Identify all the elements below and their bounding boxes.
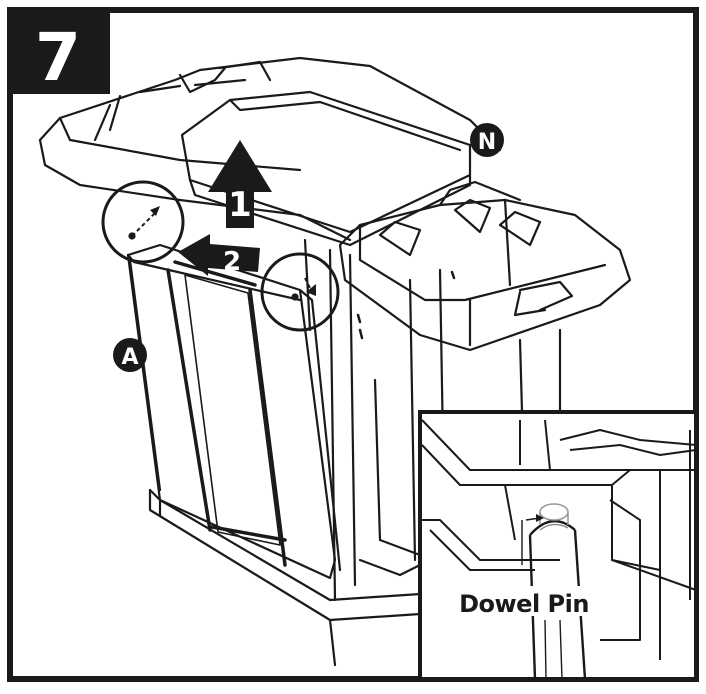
arrow-1-label: 1 xyxy=(228,185,252,225)
cart-body-front-edge xyxy=(328,248,337,602)
part-label-a: A xyxy=(113,338,147,372)
dashed-arrow-left xyxy=(131,211,157,237)
panel-a xyxy=(126,243,337,580)
detail-circle-right-hinge xyxy=(260,252,340,332)
arrow-2-slide-left: 2 xyxy=(178,234,260,277)
part-label-n: N xyxy=(470,123,504,157)
dowel-pin-arrow-icon xyxy=(536,514,544,522)
arrowhead-left-icon xyxy=(150,206,160,216)
arrowhead-right-icon xyxy=(306,284,316,296)
dashed-arrow-right xyxy=(304,277,313,293)
step-badge: 7 xyxy=(10,10,110,96)
arrow-1-lift-up: 1 xyxy=(208,140,272,228)
inset-detail: Dowel Pin xyxy=(418,410,698,681)
dowel-pin-callout: Dowel Pin xyxy=(459,590,589,618)
part-label-n-text: N xyxy=(478,130,496,155)
step-number: 7 xyxy=(35,19,81,96)
arrow-2-label: 2 xyxy=(223,247,241,277)
inset-frame xyxy=(418,410,698,681)
side-basket-frame xyxy=(338,198,632,307)
part-label-a-text: A xyxy=(121,345,138,370)
hinge-pin-right xyxy=(291,293,299,301)
detail-circle-left-hinge xyxy=(101,180,185,264)
